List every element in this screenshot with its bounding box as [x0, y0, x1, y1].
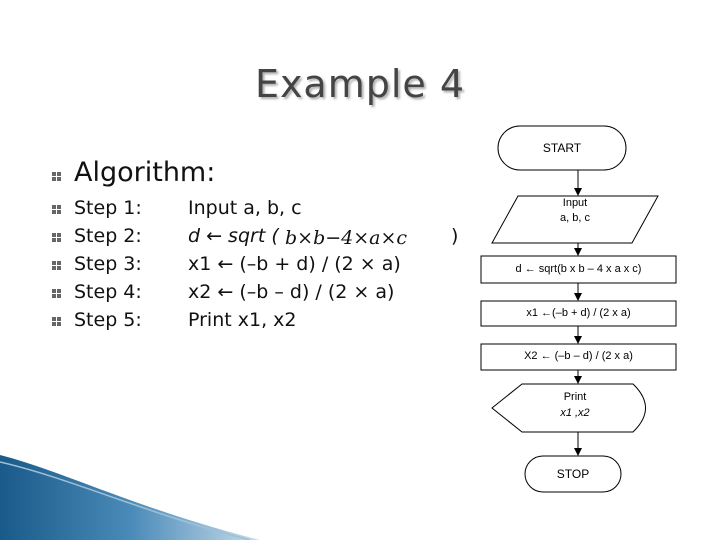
print-label-line2: x1 ,x2	[525, 407, 625, 419]
decorative-swoosh	[0, 455, 260, 540]
process-x1-label: x1 ←(–b + d) / (2 x a)	[481, 307, 676, 319]
input-label-line1: Input	[525, 197, 625, 209]
start-label: START	[498, 141, 626, 155]
print-label-line1: Print	[525, 391, 625, 403]
process-d-label: d ← sqrt(b x b – 4 x a x c)	[481, 263, 676, 275]
process-x2-label: X2 ← (–b – d) / (2 x a)	[481, 350, 676, 362]
input-label-line2: a, b, c	[525, 212, 625, 224]
stop-label: STOP	[525, 467, 621, 481]
